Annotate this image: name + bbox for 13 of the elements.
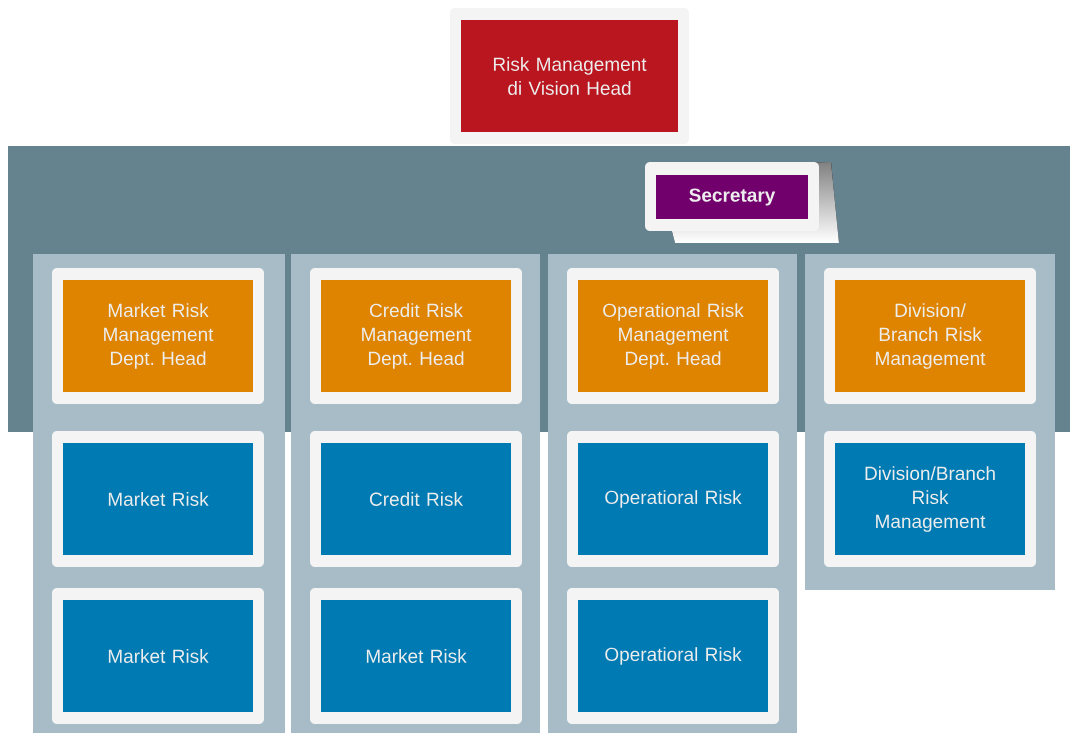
department-head-box: Credit Risk Management Dept. Head [310,268,522,404]
head-box: Risk Management di Vision Head [450,8,689,144]
unit-box: Operatioral Risk [567,588,779,724]
department-head-box: Market Risk Management Dept. Head [52,268,264,404]
department-head-box: Operational Risk Management Dept. Head [567,268,779,404]
department-head-box: Division/ Branch Risk Management [824,268,1036,404]
unit-box: Market Risk [52,588,264,724]
unit-box: Market Risk [310,588,522,724]
unit-box: Division/Branch Risk Management [824,431,1036,567]
unit-box: Market Risk [52,431,264,567]
unit-box: Operatioral Risk [567,431,779,567]
unit-box: Credit Risk [310,431,522,567]
secretary-box: Secretary [645,162,839,243]
